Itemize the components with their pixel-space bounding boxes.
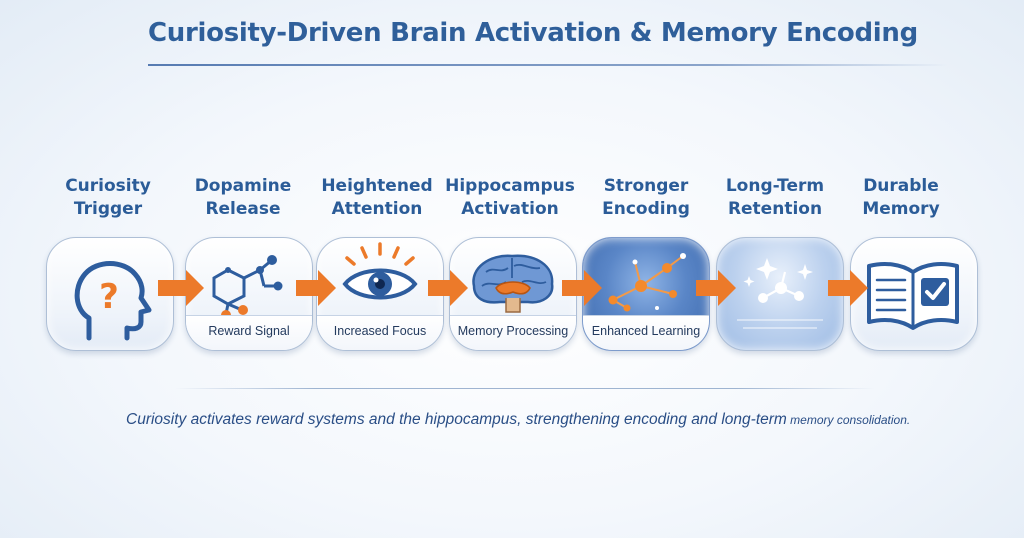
- step-card-dopamine-release: Reward Signal: [185, 237, 313, 351]
- sub-label-band: Reward Signal: [186, 315, 312, 350]
- step-card-stronger-encoding: Enhanced Learning: [582, 237, 710, 351]
- step-card-heightened-attention: Increased Focus: [316, 237, 444, 351]
- flow-arrow-5: [696, 270, 736, 306]
- page-title: Curiosity-Driven Brain Activation & Memo…: [148, 18, 918, 48]
- sub-label-reward-signal: Reward Signal: [208, 324, 290, 338]
- caption-divider: [175, 388, 875, 389]
- neurons-icon: [608, 253, 686, 312]
- book-check-icon: [867, 262, 959, 330]
- brain-icon: [472, 254, 554, 313]
- flow-arrow-6: [828, 270, 868, 306]
- eye-icon: [342, 242, 418, 300]
- sub-label-band: Increased Focus: [317, 315, 443, 350]
- step-card-durable-memory: [850, 237, 978, 351]
- stars-network-icon: [737, 258, 823, 329]
- flow-arrow-2: [296, 270, 336, 306]
- step-card-curiosity-trigger: ?: [46, 237, 174, 351]
- title-divider: [148, 64, 948, 66]
- svg-text:?: ?: [99, 277, 119, 317]
- caption-text: Curiosity activates reward systems and t…: [126, 411, 911, 428]
- sub-label-band: Enhanced Learning: [583, 315, 709, 350]
- sub-label-band: Memory Processing: [450, 315, 576, 350]
- sub-label-memory-processing: Memory Processing: [457, 324, 569, 338]
- sub-label-increased-focus: Increased Focus: [333, 324, 427, 338]
- head-question-icon: ?: [74, 261, 152, 341]
- flow-arrow-1: [158, 270, 204, 306]
- flow-arrow-3: [428, 270, 468, 306]
- flow-arrow-4: [562, 270, 602, 306]
- sub-label-enhanced-learning: Enhanced Learning: [591, 324, 701, 338]
- step-card-hippocampus-activation: Memory Processing: [449, 237, 577, 351]
